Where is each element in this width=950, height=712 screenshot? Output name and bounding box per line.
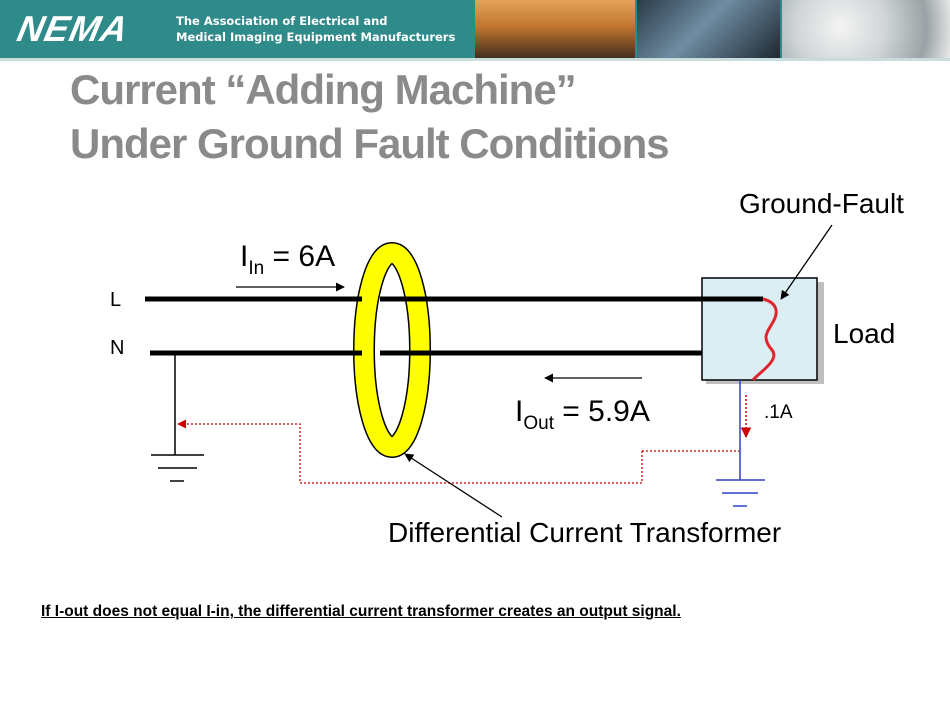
line-label: L (110, 289, 121, 311)
transformer-ring-fill (354, 243, 430, 457)
i-in-label: IIn = 6A (240, 240, 335, 279)
transformer-pointer (404, 453, 503, 518)
ground-fault-label: Ground-Fault (739, 188, 904, 219)
load-label: Load (833, 318, 895, 349)
ground-fault-pointer (780, 224, 833, 300)
load-box (701, 277, 818, 381)
header-band: NEMA The Association of Electrical and M… (0, 0, 950, 60)
slide-title: Current “Adding Machine” Under Ground Fa… (70, 63, 670, 171)
i-out-subscript: Out (523, 413, 554, 434)
title-line1: Current “Adding Machine” (70, 66, 577, 113)
circuit-cables-photo (637, 0, 780, 60)
i-in-subscript: In (248, 258, 264, 279)
footer-period: . (676, 603, 681, 620)
org-name-line1: The Association of Electrical and (176, 14, 388, 28)
neutral-label: N (110, 337, 124, 359)
header-divider (0, 58, 950, 61)
org-name-line2: Medical Imaging Equipment Manufacturers (176, 30, 456, 44)
footer-note: If I-out does not equal I-in, the differ… (41, 603, 681, 621)
i-in-value: = 6A (264, 240, 335, 273)
fault-current-label: .1A (764, 402, 793, 423)
organization-name: The Association of Electrical and Medica… (176, 13, 455, 45)
i-out-symbol: I (515, 395, 523, 428)
footer-text: If I-out does not equal I-in, the differ… (41, 603, 677, 620)
i-in-symbol: I (240, 240, 248, 273)
transformer-label: Differential Current Transformer (388, 517, 781, 548)
title-line2: Under Ground Fault Conditions (70, 120, 670, 167)
i-out-value: = 5.9A (554, 395, 650, 428)
signal-path (177, 419, 643, 484)
led-lighting-photo (782, 0, 950, 60)
fault-path (751, 297, 778, 382)
i-out-label: IOut = 5.9A (515, 395, 650, 434)
power-towers-photo (475, 0, 635, 60)
